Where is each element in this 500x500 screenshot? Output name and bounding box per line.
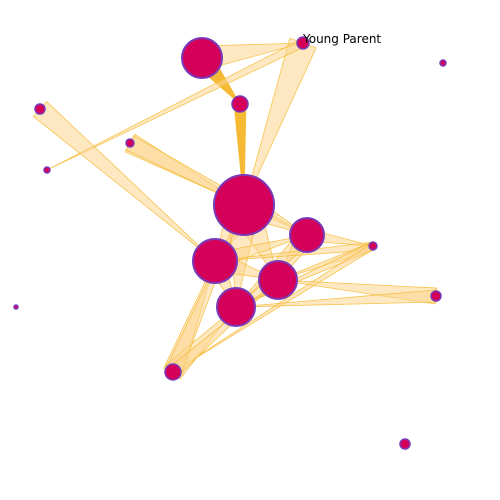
node-layer: [13, 36, 447, 450]
graph-node[interactable]: [125, 138, 135, 148]
graph-node[interactable]: [399, 438, 411, 450]
label-young-parent: Young Parent: [302, 32, 381, 46]
graph-node[interactable]: [439, 59, 447, 67]
graph-node[interactable]: [368, 241, 378, 251]
graph-node[interactable]: [192, 238, 238, 284]
graph-node[interactable]: [430, 290, 442, 302]
graph-node[interactable]: [181, 37, 223, 79]
graph-node[interactable]: [13, 304, 19, 310]
graph-node[interactable]: [213, 174, 275, 236]
graph-node[interactable]: [231, 95, 249, 113]
graph-node[interactable]: [216, 287, 256, 327]
node-young-parent[interactable]: [296, 36, 310, 50]
graph-node[interactable]: [43, 166, 51, 174]
graph-node[interactable]: [258, 260, 298, 300]
graph-node[interactable]: [164, 363, 182, 381]
graph-node[interactable]: [34, 103, 46, 115]
edge-D-J: [32, 100, 216, 262]
graph-node[interactable]: [289, 217, 325, 253]
